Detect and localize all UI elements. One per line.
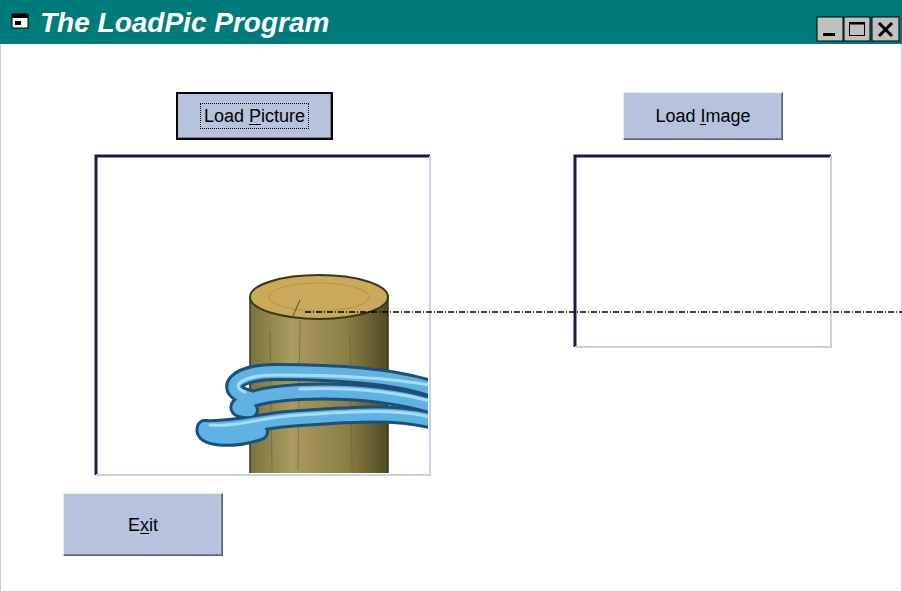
button-caption: Load Picture [204, 105, 305, 127]
title-bar [0, 0, 902, 44]
image-box [575, 156, 831, 347]
close-button [872, 17, 899, 41]
command-button: Load Picture [176, 92, 333, 140]
command-button: Exit [63, 493, 223, 556]
button-caption: Exit [128, 514, 158, 536]
maximize-button [844, 17, 870, 41]
post-illustration [204, 275, 428, 473]
minimize-button [817, 17, 843, 41]
dashed-line [305, 311, 902, 313]
app-icon [12, 14, 28, 28]
window-title: The LoadPic Program [40, 6, 329, 40]
button-caption: Load Image [655, 105, 750, 127]
command-button: Load Image [623, 92, 783, 140]
